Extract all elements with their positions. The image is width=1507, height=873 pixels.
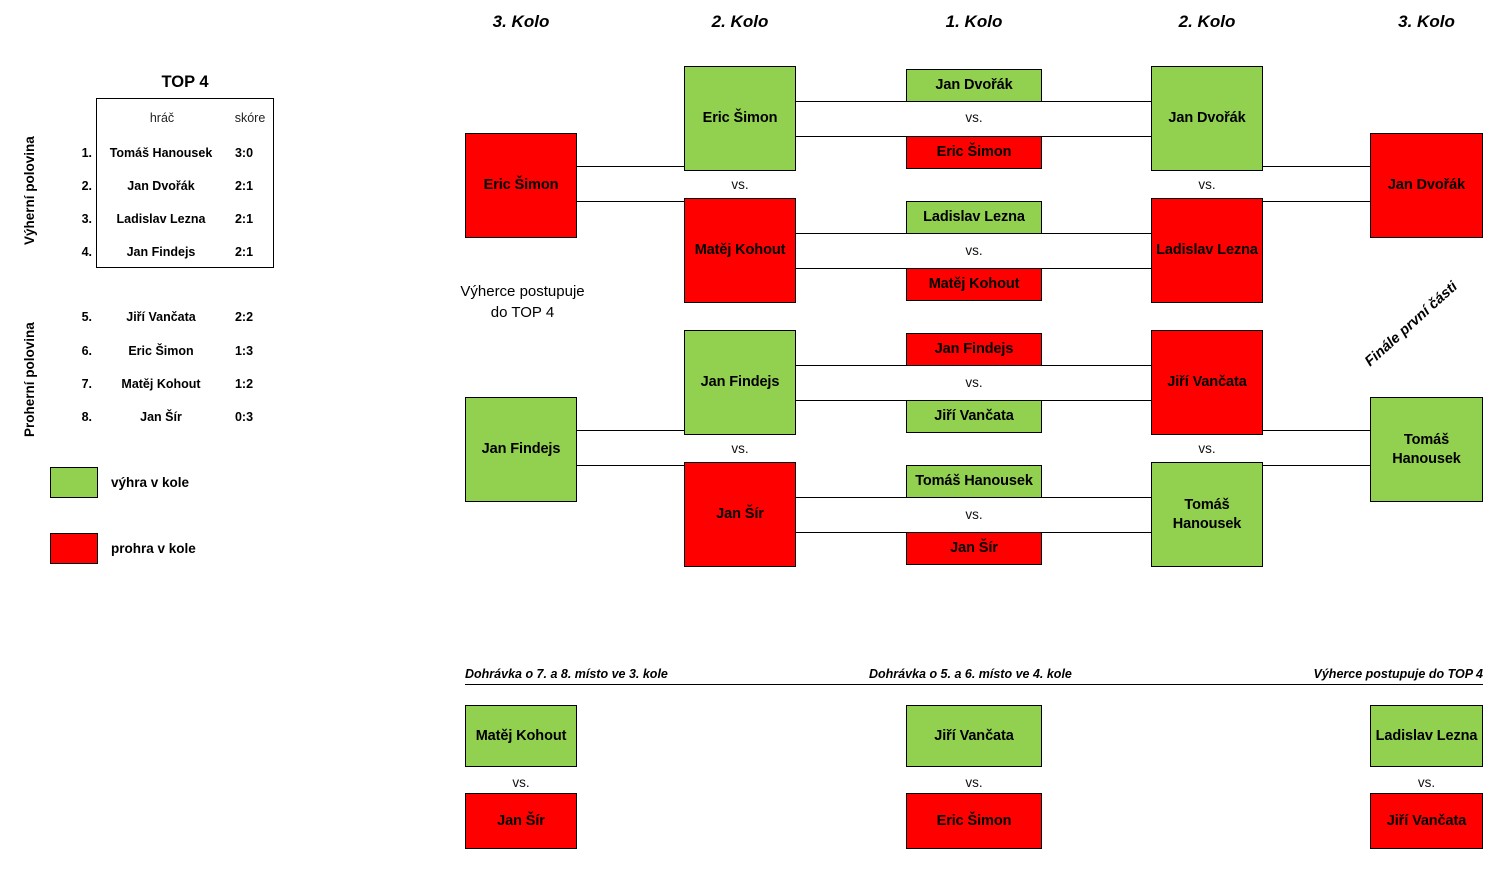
playoff-caption-1: Dohrávka o 7. a 8. místo ve 3. kole bbox=[465, 667, 899, 685]
match-box-col3-1[interactable]: Jan Dvořák bbox=[906, 69, 1042, 102]
standing-player-7: Matěj Kohout bbox=[121, 377, 201, 391]
note-advance-top4: Výherce postupuje do TOP 4 bbox=[460, 283, 585, 322]
top4-rank-1: 1. bbox=[81, 146, 92, 160]
playoff-3-top-box[interactable]: Ladislav Lezna bbox=[1370, 705, 1483, 767]
vs-label-col3-3: vs. bbox=[965, 375, 983, 390]
top4-player-2: Jan Dvořák bbox=[127, 179, 195, 193]
standing-score-5: 2:2 bbox=[234, 310, 254, 324]
top4-score-2: 2:1 bbox=[234, 179, 254, 193]
standing-player-6: Eric Šimon bbox=[128, 344, 194, 358]
legend-label-lose: prohra v kole bbox=[111, 541, 196, 556]
vs-label-col3-4: vs. bbox=[965, 507, 983, 522]
top4-table-border bbox=[96, 98, 274, 268]
match-box-col3-2[interactable]: Eric Šimon bbox=[906, 136, 1042, 169]
standing-rank-5: 5. bbox=[81, 310, 92, 324]
match-box-col2-2[interactable]: Matěj Kohout bbox=[684, 198, 796, 303]
standing-rank-6: 6. bbox=[81, 344, 92, 358]
top4-player-1: Tomáš Hanousek bbox=[109, 146, 213, 160]
match-box-col5-lower[interactable]: Tomáš Hanousek bbox=[1370, 397, 1483, 502]
match-box-col2-1[interactable]: Eric Šimon bbox=[684, 66, 796, 171]
top4-score-3: 2:1 bbox=[234, 212, 254, 226]
vs-label-col4-upper: vs. bbox=[1198, 177, 1216, 192]
match-box-col3-6[interactable]: Jiří Vančata bbox=[906, 400, 1042, 433]
vs-label-col1-lower: vs. bbox=[731, 441, 749, 456]
playoff-caption-2: Dohrávka o 5. a 6. místo ve 4. kole bbox=[869, 667, 1303, 685]
round-header-2-kolo-right: 2. Kolo bbox=[1178, 12, 1236, 31]
match-box-col2-3[interactable]: Jan Findejs bbox=[684, 330, 796, 435]
playoff-caption-3: Výherce postupuje do TOP 4 bbox=[1273, 667, 1483, 685]
standing-player-8: Jan Šír bbox=[140, 410, 182, 424]
standing-rank-7: 7. bbox=[81, 377, 92, 391]
vs-label-col3-2: vs. bbox=[965, 243, 983, 258]
top4-score-4: 2:1 bbox=[234, 245, 254, 259]
standing-player-5: Jiří Vančata bbox=[126, 310, 196, 324]
match-box-col4-3[interactable]: Jiří Vančata bbox=[1151, 330, 1263, 435]
note-finale-prvni-casti: Finále první části bbox=[1362, 278, 1461, 370]
standing-score-7: 1:2 bbox=[234, 377, 254, 391]
standing-score-8: 0:3 bbox=[234, 410, 254, 424]
match-box-col3-3[interactable]: Ladislav Lezna bbox=[906, 201, 1042, 234]
playoff-2-bottom-box[interactable]: Eric Šimon bbox=[906, 793, 1042, 849]
match-box-col1-upper[interactable]: Eric Šimon bbox=[465, 133, 577, 238]
match-box-col1-lower[interactable]: Jan Findejs bbox=[465, 397, 577, 502]
top4-rank-4: 4. bbox=[81, 245, 92, 259]
top4-col-player: hráč bbox=[149, 111, 175, 125]
round-header-1-kolo: 1. Kolo bbox=[945, 12, 1003, 31]
legend-swatch-lose bbox=[50, 533, 98, 564]
vs-label-col3-1: vs. bbox=[965, 110, 983, 125]
top4-col-score: skóre bbox=[234, 111, 266, 125]
playoff-2-top-box[interactable]: Jiří Vančata bbox=[906, 705, 1042, 767]
match-box-col3-5[interactable]: Jan Findejs bbox=[906, 333, 1042, 366]
top4-player-4: Jan Findejs bbox=[126, 245, 196, 259]
match-box-col3-8[interactable]: Jan Šír bbox=[906, 532, 1042, 565]
match-box-col2-4[interactable]: Jan Šír bbox=[684, 462, 796, 567]
label-losers-half: Proherní polovina bbox=[22, 322, 37, 437]
match-box-col4-2[interactable]: Ladislav Lezna bbox=[1151, 198, 1263, 303]
vs-label-col4-lower: vs. bbox=[1198, 441, 1216, 456]
match-box-col4-1[interactable]: Jan Dvořák bbox=[1151, 66, 1263, 171]
round-header-3-kolo-right: 3. Kolo bbox=[1398, 12, 1455, 31]
standing-score-6: 1:3 bbox=[234, 344, 254, 358]
top4-player-3: Ladislav Lezna bbox=[116, 212, 206, 226]
playoff-3-bottom-box[interactable]: Jiří Vančata bbox=[1370, 793, 1483, 849]
legend-label-win: výhra v kole bbox=[111, 475, 190, 490]
round-header-2-kolo-left: 2. Kolo bbox=[711, 12, 769, 31]
standing-rank-8: 8. bbox=[81, 410, 92, 424]
legend-swatch-win bbox=[50, 467, 98, 498]
match-box-col4-4[interactable]: Tomáš Hanousek bbox=[1151, 462, 1263, 567]
match-box-col5-upper[interactable]: Jan Dvořák bbox=[1370, 133, 1483, 238]
playoff-1-top-box[interactable]: Matěj Kohout bbox=[465, 705, 577, 767]
playoff-1-vs: vs. bbox=[512, 775, 530, 790]
vs-label-col1-upper: vs. bbox=[731, 177, 749, 192]
playoff-2-vs: vs. bbox=[965, 775, 983, 790]
top4-rank-2: 2. bbox=[81, 179, 92, 193]
playoff-3-vs: vs. bbox=[1417, 775, 1436, 790]
match-box-col3-4[interactable]: Matěj Kohout bbox=[906, 268, 1042, 301]
round-header-3-kolo-left: 3. Kolo bbox=[492, 12, 550, 31]
top4-title: TOP 4 bbox=[161, 73, 209, 91]
playoff-1-bottom-box[interactable]: Jan Šír bbox=[465, 793, 577, 849]
match-box-col3-7[interactable]: Tomáš Hanousek bbox=[906, 465, 1042, 498]
top4-rank-3: 3. bbox=[81, 212, 92, 226]
top4-score-1: 3:0 bbox=[234, 146, 254, 160]
label-winners-half: Výherní polovina bbox=[22, 136, 37, 245]
